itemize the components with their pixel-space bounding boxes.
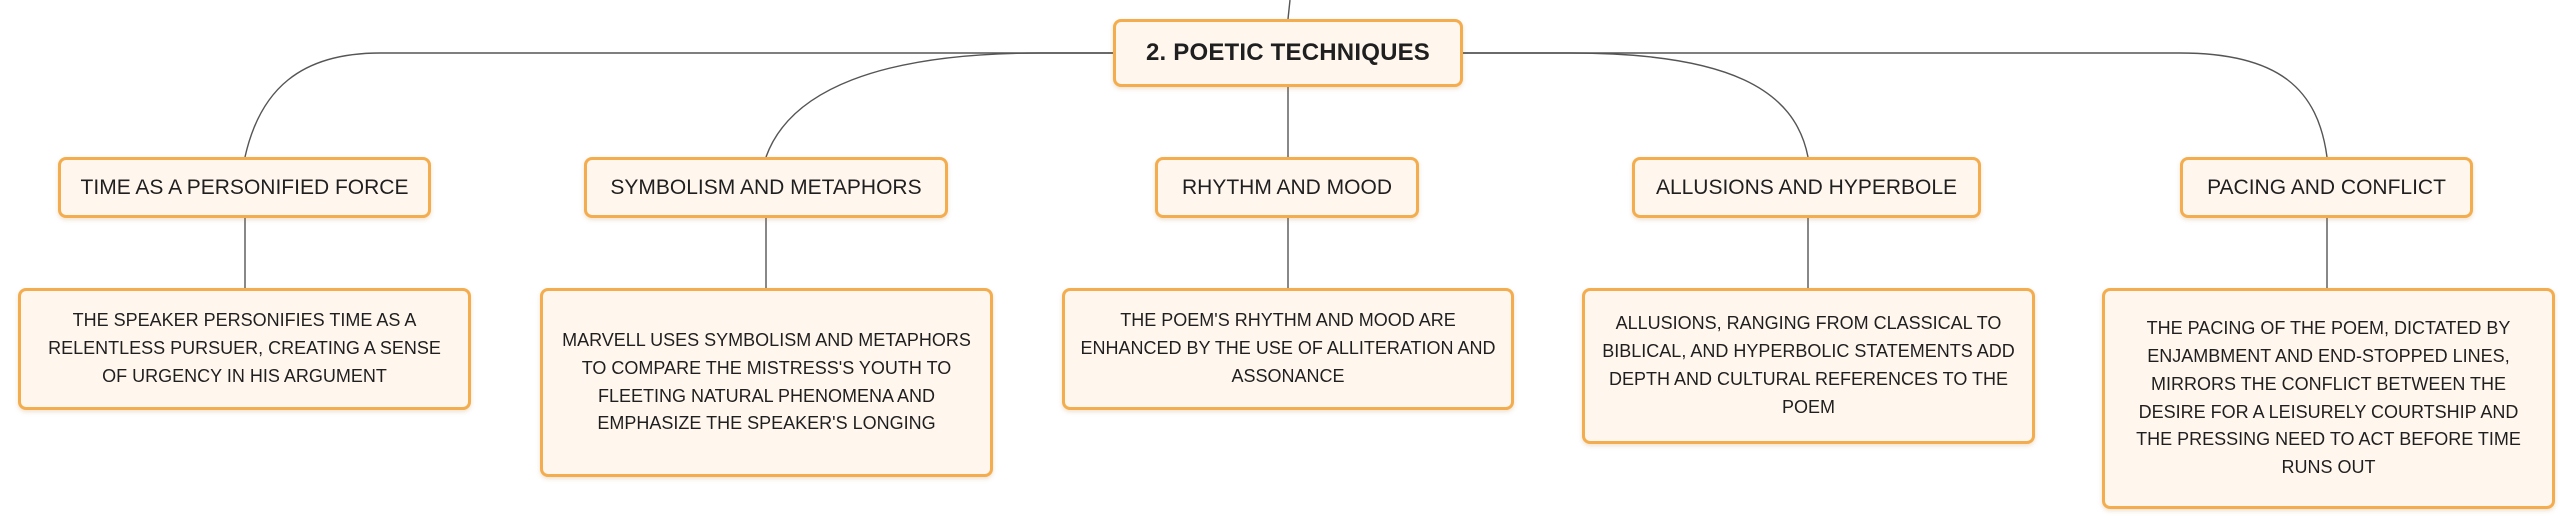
connector-root-to-symbolism-and-metaphors [765, 52, 1113, 158]
branch-node-pacing-and-conflict[interactable]: PACING AND CONFLICT [2180, 157, 2473, 218]
detail-node-text: ALLUSIONS, RANGING FROM CLASSICAL TO BIB… [1602, 313, 2015, 417]
detail-node-text: MARVELL USES SYMBOLISM AND METAPHORS TO … [562, 329, 971, 434]
detail-node-text: THE POEM'S RHYTHM AND MOOD ARE ENHANCED … [1080, 310, 1496, 386]
connector-parent-stub [1287, 0, 1291, 20]
detail-node-rhythm-and-mood[interactable]: THE POEM'S RHYTHM AND MOOD ARE ENHANCED … [1062, 288, 1514, 410]
branch-node-label: ALLUSIONS AND HYPERBOLE [1655, 175, 1958, 199]
detail-node-text: THE SPEAKER PERSONIFIES TIME AS A RELENT… [48, 310, 441, 386]
branch-node-symbolism-and-metaphors[interactable]: SYMBOLISM AND METAPHORS [584, 157, 948, 218]
detail-node-time-as-a-personified-force[interactable]: THE SPEAKER PERSONIFIES TIME AS A RELENT… [18, 288, 471, 410]
detail-node-pacing-and-conflict[interactable]: THE PACING OF THE POEM, DICTATED BY ENJA… [2102, 288, 2555, 509]
branch-node-label: SYMBOLISM AND METAPHORS [610, 175, 922, 199]
branch-node-allusions-and-hyperbole[interactable]: ALLUSIONS AND HYPERBOLE [1632, 157, 1981, 218]
detail-node-symbolism-and-metaphors[interactable]: MARVELL USES SYMBOLISM AND METAPHORS TO … [540, 288, 993, 477]
connector-root-to-time-as-a-personified-force [244, 52, 1113, 158]
detail-node-allusions-and-hyperbole[interactable]: ALLUSIONS, RANGING FROM CLASSICAL TO BIB… [1582, 288, 2035, 444]
branch-node-rhythm-and-mood[interactable]: RHYTHM AND MOOD [1155, 157, 1419, 218]
branch-node-label: RHYTHM AND MOOD [1182, 175, 1392, 199]
root-node-poetic-techniques[interactable]: 2. POETIC TECHNIQUES [1113, 19, 1463, 87]
branch-node-label: PACING AND CONFLICT [2207, 175, 2446, 199]
connector-root-to-allusions-and-hyperbole [1463, 52, 1809, 158]
branch-node-time-as-a-personified-force[interactable]: TIME AS A PERSONIFIED FORCE [58, 157, 431, 218]
root-node-label: 2. POETIC TECHNIQUES [1145, 39, 1431, 66]
detail-node-text: THE PACING OF THE POEM, DICTATED BY ENJA… [2136, 317, 2521, 478]
connector-root-to-pacing-and-conflict [1463, 52, 2328, 158]
branch-node-label: TIME AS A PERSONIFIED FORCE [80, 175, 409, 199]
